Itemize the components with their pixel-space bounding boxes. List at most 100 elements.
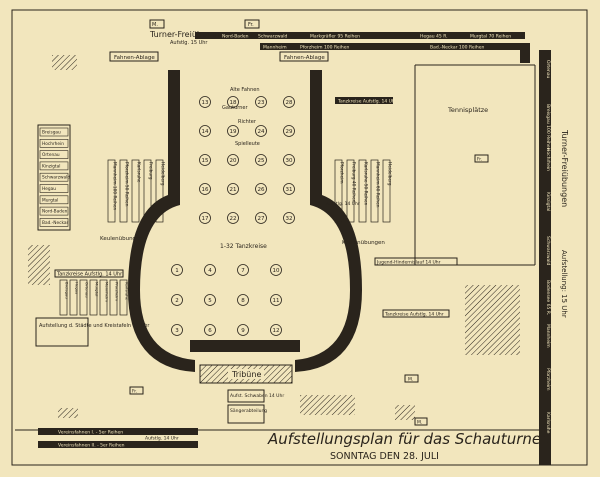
group-marker xyxy=(119,279,128,316)
building xyxy=(465,285,520,355)
frame xyxy=(11,9,588,466)
dance-circle: 30 xyxy=(283,154,295,166)
group-marker xyxy=(107,159,116,223)
marker-fr xyxy=(244,19,260,29)
tennis-courts xyxy=(414,64,536,266)
group-marker xyxy=(109,279,118,316)
group-label: Karlsruhe 50 Reihen xyxy=(362,162,368,206)
judges-label: Richter xyxy=(238,119,257,125)
dance-circle: 26 xyxy=(255,183,267,195)
formation-label: Bad.-Neckar 100 Reihen xyxy=(430,45,485,51)
dance-circle-number: 11 xyxy=(273,298,280,304)
right-dance-setup-label: Tanzkreise Aufstlg. 14 Uhr xyxy=(337,99,397,105)
arena xyxy=(128,70,362,384)
right-club-label: Keulenübungen xyxy=(342,240,385,246)
flag-drop-left-label: Fahnen-Ablage xyxy=(114,55,155,61)
right-formation-column xyxy=(539,50,551,465)
top-formations xyxy=(149,19,530,63)
group-marker xyxy=(131,159,140,223)
dance-circle: 8 xyxy=(237,294,249,306)
flags1-label: Vereinsfahnen I. - 5er Reihen xyxy=(58,430,123,436)
group-label: Karlsruhe xyxy=(124,282,129,301)
district-label: Hochrhein xyxy=(42,141,64,147)
dance-circle: 3 xyxy=(171,324,183,336)
flags-setup-label: Aufstlg. 14 Uhr xyxy=(145,436,179,442)
dance-circle-number: 18 xyxy=(230,100,237,106)
dance-circle: 32 xyxy=(283,212,295,224)
dance-circle-number: 6 xyxy=(208,328,212,334)
district-label: Murgtal xyxy=(42,197,58,203)
dance-circle-number: 5 xyxy=(208,298,212,304)
dance-circle: 28 xyxy=(283,96,295,108)
top-group-title: Turner-Freiübungen xyxy=(149,30,227,39)
group-marker xyxy=(79,279,88,316)
formation-label: Markgräfler 95 Reihen xyxy=(310,34,360,40)
district-label: Schwarzwald xyxy=(42,175,70,181)
dance-circle-number: 22 xyxy=(230,216,237,222)
gauturner-label: Gauturner xyxy=(222,105,248,111)
right-column-label: Bodensee 65 R. xyxy=(545,280,551,315)
dance-circle: 31 xyxy=(283,183,295,195)
dance-circle: 5 xyxy=(204,294,216,306)
dance-circle: 10 xyxy=(270,264,282,276)
dance-circle-number: 30 xyxy=(286,158,293,164)
group-label: Freiburg xyxy=(147,162,153,180)
youth-setup-label: Jugend-Hindernislauf 14 Uhr xyxy=(376,260,441,266)
group-label: Mannheim xyxy=(104,282,109,302)
group-label: Pforzheim xyxy=(114,282,119,301)
plan-title: Aufstellungsplan für das Schauturnen xyxy=(267,430,551,448)
tennis-label: Tennisplätze xyxy=(447,106,488,114)
dance-circle: 7 xyxy=(237,264,249,276)
group-label: Karlsruhe xyxy=(135,162,141,183)
right-dance-setup2-label: Tanzkreise Aufstlg. 14 Uhr xyxy=(384,312,444,318)
group-label: Ortenau xyxy=(84,282,89,298)
group-label: Freiburg 40 Reihen xyxy=(350,162,356,203)
group-marker xyxy=(59,279,68,316)
group-label: Pforzheim 50 Reihen xyxy=(123,162,129,207)
dance-circle-number: 17 xyxy=(202,216,209,222)
district-label: Kinzigtal xyxy=(42,163,60,169)
dance-circle: 18 xyxy=(227,96,239,108)
schwaben-setup-label: Aufst. Schwaben 14 Uhr xyxy=(230,393,284,399)
singers-label: Sängerabteilung xyxy=(230,408,267,414)
formation-label: Hegau 45 R. xyxy=(420,34,448,40)
dance-circle-number: 21 xyxy=(230,187,237,193)
dance-circle: 4 xyxy=(204,264,216,276)
dance-circle: 2 xyxy=(171,294,183,306)
right-column-label: Breisgau 100 Reihen xyxy=(545,104,551,151)
marker-m-label: M. xyxy=(152,22,158,28)
dance-circle-number: 16 xyxy=(202,187,209,193)
group-marker xyxy=(69,279,78,316)
district-label: Breisgau xyxy=(42,130,61,136)
dance-circle: 13 xyxy=(199,96,211,108)
right-column-label: Karlsruhe xyxy=(545,412,551,434)
group-marker xyxy=(382,159,391,223)
dance-circle: 24 xyxy=(255,125,267,137)
right-group-time: Aufstellung: 15 Uhr xyxy=(560,250,568,318)
flag-drop-right-label: Fahnen-Ablage xyxy=(284,55,325,61)
group-label: Mannheim 60 Reihen xyxy=(374,162,380,208)
left-club-label: Keulenübungen xyxy=(100,236,143,242)
dance-circle-number: 28 xyxy=(286,100,293,106)
group-marker xyxy=(358,159,367,223)
dance-circle: 25 xyxy=(255,154,267,166)
group-label: Mannheim 100 Reihen xyxy=(111,162,117,210)
left-dance-setup-label: Tanzkreise Aufstlg. 14 Uhr xyxy=(56,272,123,278)
dance-circle-number: 27 xyxy=(258,216,265,222)
right-club-setup-label: Aufstlg. 14 Uhr xyxy=(326,201,360,207)
dance-circle-number: 12 xyxy=(273,328,280,334)
formation-label: Mannheim xyxy=(263,45,287,51)
dance-circle: 19 xyxy=(227,125,239,137)
dance-circle-number: 25 xyxy=(258,158,265,164)
group-label: Murgtal xyxy=(94,282,99,296)
group-marker xyxy=(334,159,343,223)
dance-circle-number: 20 xyxy=(230,158,237,164)
marker-fr-label: Fr. xyxy=(248,22,254,28)
left-district-column xyxy=(37,124,71,231)
dance-circle: 1 xyxy=(171,264,183,276)
district-box xyxy=(39,150,69,159)
dance-circle-number: 14 xyxy=(202,129,209,135)
